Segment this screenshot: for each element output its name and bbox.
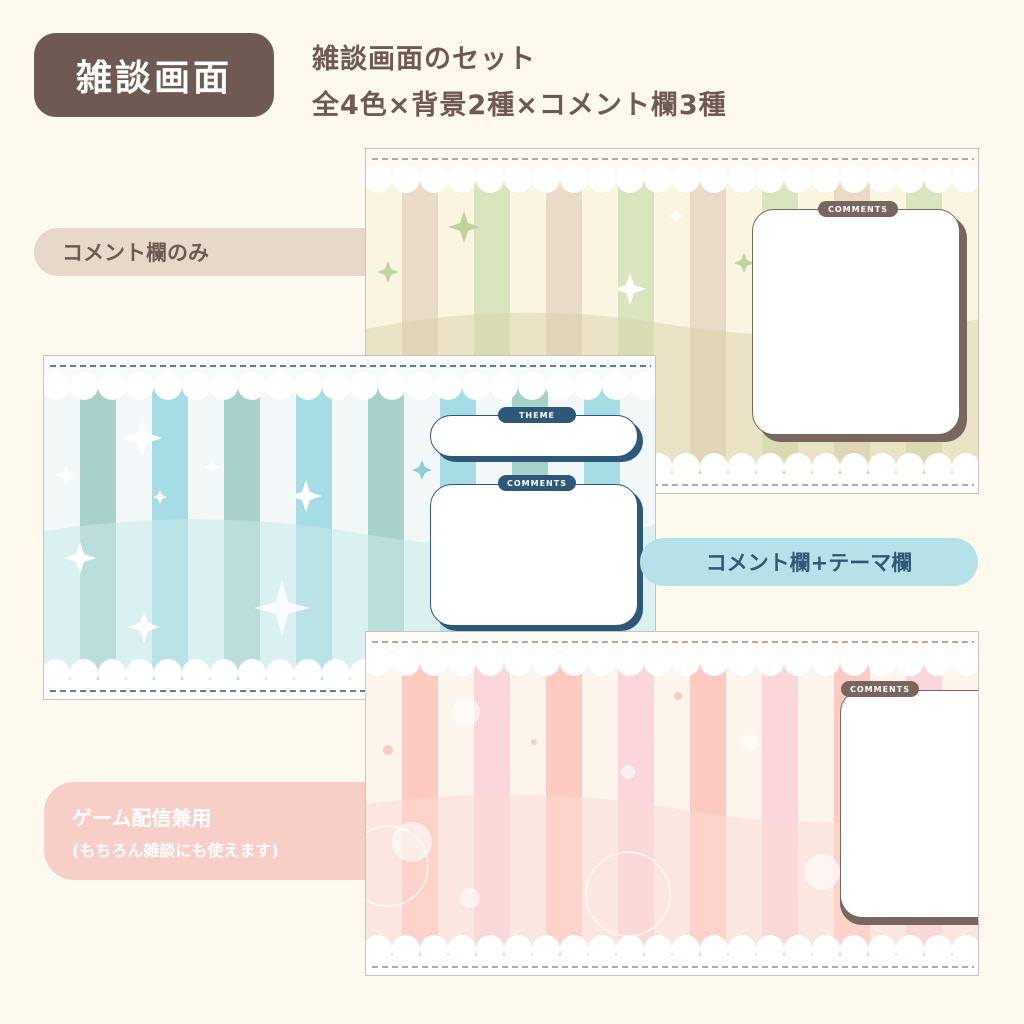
- comments-box[interactable]: [430, 484, 638, 626]
- label-game-line2: (もちろん雑談にも使えます): [72, 840, 279, 860]
- label-comment-theme-text: コメント欄+テーマ欄: [705, 551, 913, 575]
- label-comment-only-text: コメント欄のみ: [62, 241, 209, 265]
- label-game: ゲーム配信兼用 (もちろん雑談にも使えます): [44, 782, 404, 880]
- panel-blue-comment-theme: THEME COMMENTS: [43, 355, 656, 700]
- label-comment-theme: コメント欄+テーマ欄: [640, 538, 978, 586]
- label-game-line1: ゲーム配信兼用: [72, 805, 212, 830]
- description-line-2: 全4色×背景2種×コメント欄3種: [312, 90, 727, 121]
- comments-tag: COMMENTS: [841, 681, 919, 697]
- title-badge: 雑談画面: [34, 33, 274, 117]
- comments-box[interactable]: [752, 209, 960, 435]
- panel-pink-game: COMMENTS: [365, 631, 979, 976]
- title-text: 雑談画面: [75, 58, 232, 99]
- comments-tag: COMMENTS: [818, 201, 898, 217]
- panel-pink-background: [366, 632, 978, 975]
- theme-tag: THEME: [498, 407, 576, 423]
- comments-tag: COMMENTS: [498, 475, 576, 491]
- label-comment-only: コメント欄のみ: [34, 228, 394, 276]
- comments-box[interactable]: [840, 690, 978, 918]
- description-line-1: 雑談画面のセット: [312, 44, 536, 75]
